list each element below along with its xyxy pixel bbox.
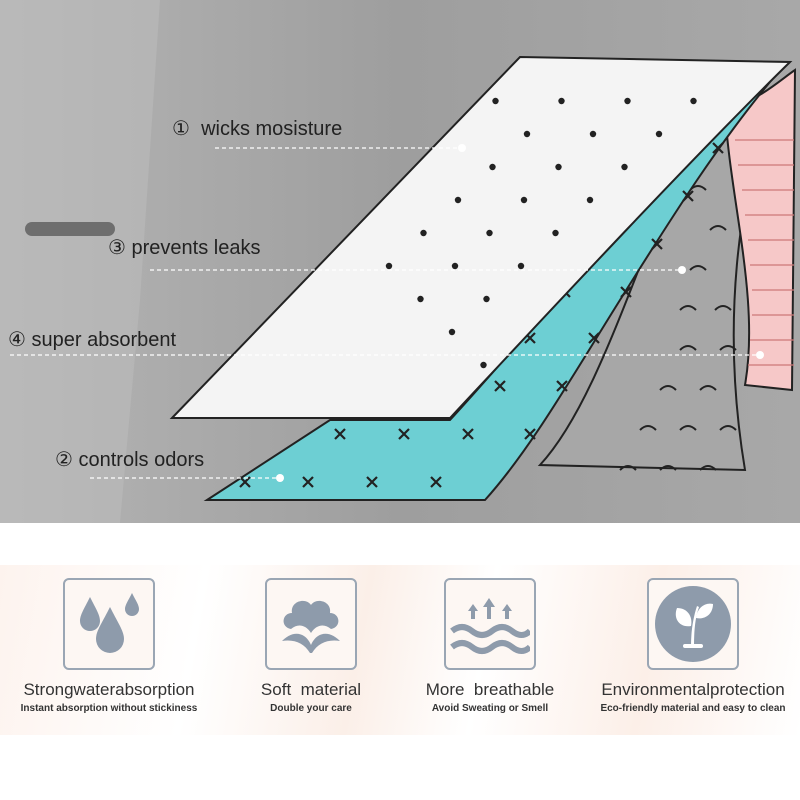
- callout-controls-odors: ② controls odors: [55, 447, 204, 472]
- feature-breathable: More breathable Avoid Sweating or Smell: [390, 578, 590, 714]
- pattern-cross: [334, 428, 346, 440]
- pattern-dot: [621, 163, 628, 171]
- pattern-dot: [486, 229, 493, 237]
- feature-title: Soft material: [260, 680, 362, 699]
- pattern-dot: [690, 97, 697, 105]
- callout-text: prevents leaks: [131, 237, 261, 259]
- pattern-dot: [489, 163, 496, 171]
- plant-sprout-icon: [647, 578, 739, 670]
- feature-subtitle: Double your care: [270, 703, 352, 714]
- product-layers-illustration: [0, 0, 800, 523]
- feature-environmental: Environmentalprotection Eco-friendly mat…: [593, 578, 793, 714]
- pattern-cross: [651, 238, 663, 250]
- pattern-cross: [712, 142, 724, 154]
- leak-barrier-layer: [723, 68, 797, 392]
- breathable-waves-icon: [444, 578, 536, 670]
- feature-title: Strongwaterabsorption: [23, 680, 195, 699]
- drawer-handle: [25, 222, 115, 236]
- feature-title: Environmentalprotection: [601, 680, 785, 699]
- feature-subtitle: Eco-friendly material and easy to clean: [600, 703, 786, 714]
- feature-title: More breathable: [425, 680, 555, 699]
- callout-text: super absorbent: [31, 329, 177, 351]
- pattern-dot: [555, 163, 562, 171]
- callout-number: ②: [55, 449, 73, 471]
- pattern-cross: [620, 286, 632, 298]
- pattern-dot: [385, 262, 393, 270]
- callout-number: ①: [172, 118, 190, 140]
- pattern-cross: [524, 428, 536, 440]
- water-drops-icon: [63, 578, 155, 670]
- pattern-cross: [430, 476, 442, 488]
- cotton-icon: [265, 578, 357, 670]
- callout-prevents-leaks: ③ prevents leaks: [108, 235, 260, 260]
- pattern-dot: [558, 97, 565, 105]
- callout-number: ④: [8, 329, 26, 351]
- pattern-dot: [523, 130, 531, 138]
- pattern-dot: [552, 229, 559, 237]
- pattern-cross: [398, 428, 410, 440]
- pattern-cross: [366, 476, 378, 488]
- pattern-dot: [589, 130, 597, 138]
- pattern-dot: [624, 97, 631, 105]
- feature-subtitle: Instant absorption without stickiness: [20, 703, 198, 714]
- pattern-dot: [454, 196, 462, 204]
- feature-water-absorption: Strongwaterabsorption Instant absorption…: [9, 578, 209, 714]
- pattern-cross: [239, 476, 251, 488]
- pattern-cross: [494, 380, 506, 392]
- callout-text: controls odors: [78, 449, 205, 471]
- pattern-dot: [417, 295, 424, 303]
- top-sheet-layer: [169, 55, 793, 419]
- pattern-dot: [586, 196, 594, 204]
- pattern-dot: [420, 229, 427, 237]
- pattern-dot: [480, 361, 487, 369]
- pattern-dot: [517, 262, 525, 270]
- pattern-dot: [520, 196, 528, 204]
- pattern-cross: [462, 428, 474, 440]
- callout-super-absorbent: ④ super absorbent: [8, 327, 176, 352]
- callout-wicks-moisture: ① wicks mosisture: [172, 116, 342, 141]
- pattern-dot: [483, 295, 490, 303]
- pattern-dot: [451, 262, 459, 270]
- pattern-dot: [448, 328, 456, 336]
- pattern-cross: [588, 332, 600, 344]
- feature-soft-material: Soft material Double your care: [211, 578, 411, 714]
- pattern-cross: [302, 476, 314, 488]
- callout-text: wicks mosisture: [201, 118, 343, 140]
- pattern-dot: [655, 130, 663, 138]
- callout-number: ③: [108, 237, 126, 259]
- feature-subtitle: Avoid Sweating or Smell: [431, 703, 549, 714]
- pattern-dot: [492, 97, 499, 105]
- pattern-cross: [682, 190, 694, 202]
- pattern-cross: [556, 380, 568, 392]
